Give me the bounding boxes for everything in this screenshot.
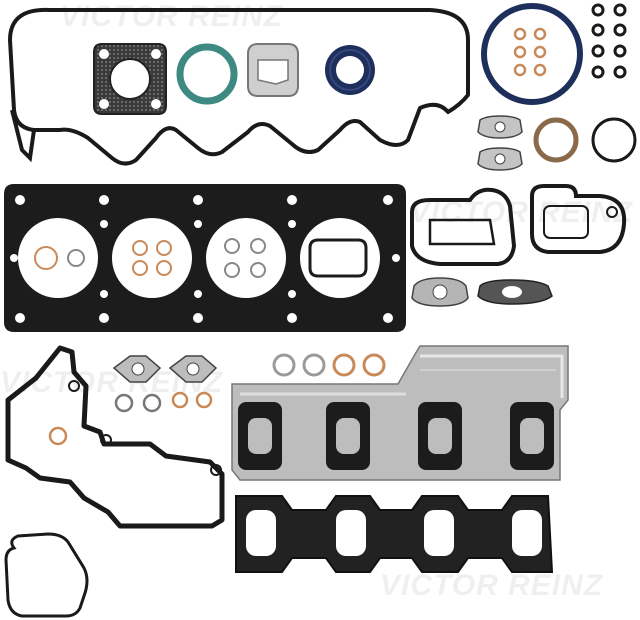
injector-gasket-2 [168,355,218,383]
exhaust-gasket-3 [418,402,462,470]
small-flange-gasket-2 [477,147,523,171]
navy-oil-seal [325,45,375,95]
watermark-bottom: VICTOR REINZ [380,569,604,602]
exhaust-gasket-2 [326,402,370,470]
washer-row-left [114,391,213,413]
copper-seal-ring [533,117,579,163]
teal-seal-ring [176,43,238,105]
water-pump-gasket [5,345,225,529]
intake-manifold-gasket [235,495,554,573]
injector-gasket-1 [112,355,162,383]
washer-row-top [272,353,386,377]
egr-gasket [530,184,627,254]
exhaust-gasket-4 [510,402,554,470]
oval-gasket-2 [477,279,553,305]
exhaust-gasket-1 [238,402,282,470]
cylinder-head-gasket [4,184,406,332]
small-flange-gasket-1 [477,115,523,139]
o-ring-set [591,3,627,79]
oil-pan-gasket [4,532,89,618]
exhaust-heat-shield [231,345,569,481]
turbo-gasket [410,187,517,266]
watermark-top: VICTOR REINZ [60,0,284,33]
crankshaft-seal-ring [481,3,583,105]
valve-cover-gasket [8,7,470,166]
thermostat-gasket [247,43,299,97]
black-o-ring-large [591,117,637,163]
valve-cover-gasket-tab [10,109,36,163]
mesh-flange-gasket [93,43,167,115]
oval-gasket-1 [411,277,469,307]
